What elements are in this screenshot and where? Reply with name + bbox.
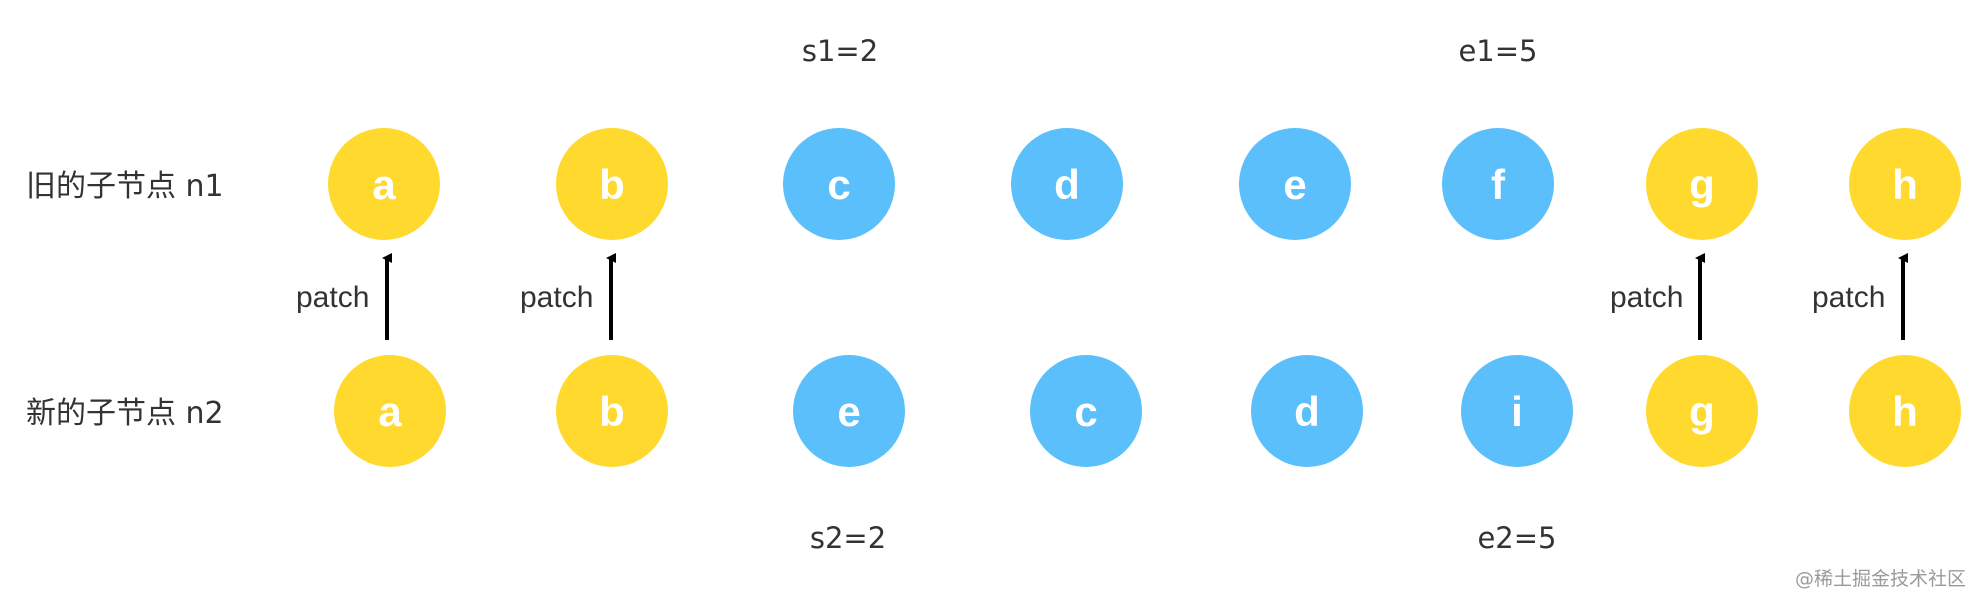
old-node: b bbox=[556, 128, 668, 240]
old-node: g bbox=[1646, 128, 1758, 240]
old-node-letter: a bbox=[372, 161, 396, 208]
old-node-letter: d bbox=[1054, 161, 1080, 208]
new-node-circle bbox=[1849, 355, 1961, 467]
new-node: d bbox=[1251, 355, 1363, 467]
old-node-circle bbox=[783, 128, 895, 240]
old-node-circle bbox=[1442, 128, 1554, 240]
new-node: i bbox=[1461, 355, 1573, 467]
old-node-letter: g bbox=[1689, 161, 1715, 208]
row-label-new: 新的子节点 n2 bbox=[26, 396, 224, 431]
new-node: c bbox=[1030, 355, 1142, 467]
old-node-circle bbox=[328, 128, 440, 240]
new-node-letter: h bbox=[1892, 388, 1918, 435]
new-node-letter: a bbox=[378, 388, 402, 435]
new-node-circle bbox=[1646, 355, 1758, 467]
pointer-e2: e2=5 bbox=[1477, 521, 1556, 555]
old-node: h bbox=[1849, 128, 1961, 240]
new-node: a bbox=[334, 355, 446, 467]
new-node-circle bbox=[334, 355, 446, 467]
old-node-circle bbox=[556, 128, 668, 240]
old-node-circle bbox=[1849, 128, 1961, 240]
new-node-circle bbox=[556, 355, 668, 467]
new-node: h bbox=[1849, 355, 1961, 467]
old-node: d bbox=[1011, 128, 1123, 240]
patch-label: patch bbox=[520, 281, 593, 314]
pointer-s2: s2=2 bbox=[810, 521, 886, 555]
old-node-circle bbox=[1646, 128, 1758, 240]
old-node: a bbox=[328, 128, 440, 240]
patch-label: patch bbox=[1610, 281, 1683, 314]
old-node-letter: e bbox=[1283, 161, 1306, 208]
old-node-circle bbox=[1239, 128, 1351, 240]
new-node: g bbox=[1646, 355, 1758, 467]
pointer-e1: e1=5 bbox=[1458, 34, 1537, 68]
old-node: e bbox=[1239, 128, 1351, 240]
patch-label: patch bbox=[1812, 281, 1885, 314]
old-node-letter: c bbox=[827, 161, 850, 208]
old-node-circle bbox=[1011, 128, 1123, 240]
old-nodes-row: a b c d e f g h bbox=[328, 128, 1961, 240]
patch-connector: patch bbox=[1812, 253, 1908, 340]
old-node: f bbox=[1442, 128, 1554, 240]
row-label-old: 旧的子节点 n1 bbox=[26, 169, 224, 204]
new-node-letter: b bbox=[599, 388, 625, 435]
pointer-s1: s1=2 bbox=[802, 34, 878, 68]
old-node-letter: f bbox=[1491, 161, 1506, 208]
new-node-letter: i bbox=[1511, 388, 1523, 435]
new-node-letter: d bbox=[1294, 388, 1320, 435]
watermark: @稀土掘金技术社区 bbox=[1795, 568, 1966, 590]
new-node-letter: g bbox=[1689, 388, 1715, 435]
new-node-circle bbox=[793, 355, 905, 467]
old-node: c bbox=[783, 128, 895, 240]
new-nodes-row: a b e c d i g h bbox=[334, 355, 1961, 467]
new-node-circle bbox=[1461, 355, 1573, 467]
old-node-letter: h bbox=[1892, 161, 1918, 208]
patch-connector: patch bbox=[1610, 253, 1705, 340]
new-node-letter: e bbox=[837, 388, 860, 435]
patch-connector: patch bbox=[520, 253, 616, 340]
new-node-letter: c bbox=[1074, 388, 1097, 435]
new-node-circle bbox=[1251, 355, 1363, 467]
new-node: b bbox=[556, 355, 668, 467]
patch-connector: patch bbox=[296, 253, 392, 340]
new-node: e bbox=[793, 355, 905, 467]
new-node-circle bbox=[1030, 355, 1142, 467]
old-node-letter: b bbox=[599, 161, 625, 208]
patch-label: patch bbox=[296, 281, 369, 314]
